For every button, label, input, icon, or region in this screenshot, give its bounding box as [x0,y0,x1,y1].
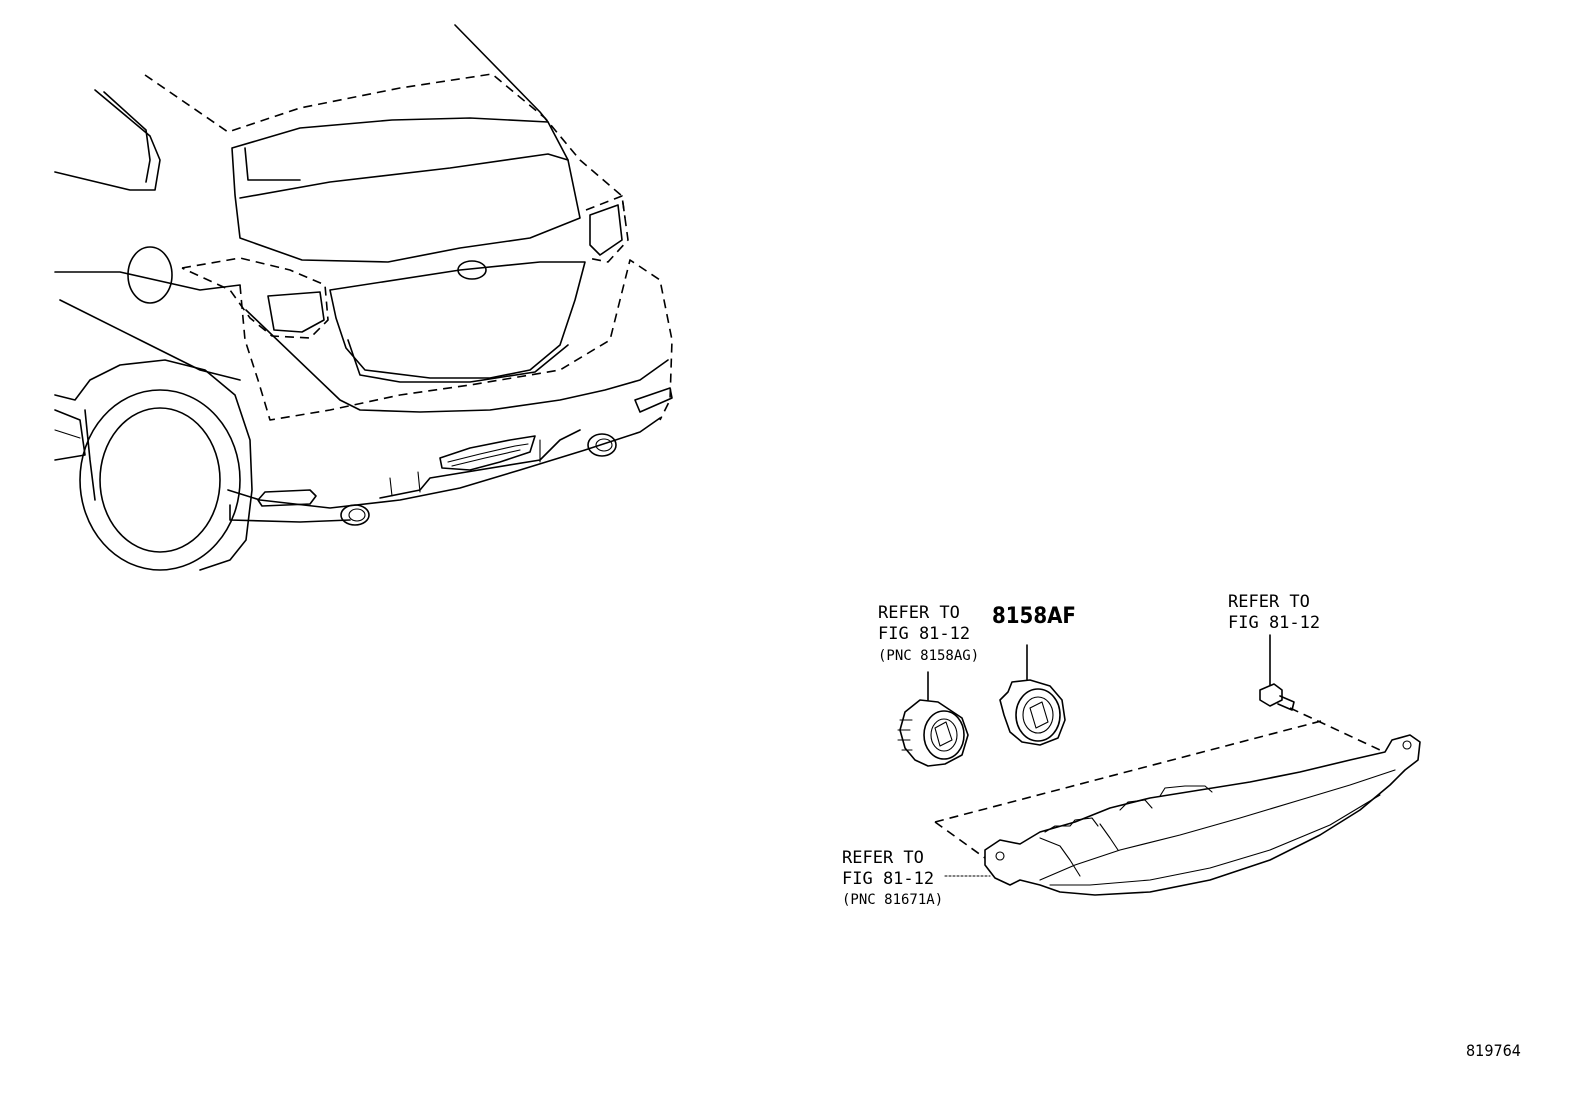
callout-left-socket-line3: (PNC 8158AG) [878,648,979,664]
drawing-number: 819764 [1466,1041,1521,1060]
callout-screw-line2: FIG 81-12 [1228,613,1320,633]
rear-lamp-assembly-illustration [934,719,1421,896]
part-number-8158af: 8158AF [992,604,1076,629]
socket-8158ag-illustration [897,671,969,767]
callout-left-socket-line1: REFER TO [878,603,960,623]
screw-illustration [1259,634,1381,751]
callout-lamp: REFER TO FIG 81-12 (PNC 81671A) [842,848,943,908]
callout-lamp-line1: REFER TO [842,848,924,868]
vehicle-rear-illustration [54,24,673,571]
callout-left-socket-line2: FIG 81-12 [878,624,970,644]
callout-screw-line1: REFER TO [1228,592,1310,612]
callout-left-socket: REFER TO FIG 81-12 (PNC 8158AG) [878,603,979,664]
callout-screw: REFER TO FIG 81-12 [1228,592,1320,633]
callout-lamp-line3: (PNC 81671A) [842,892,943,908]
callout-lamp-line2: FIG 81-12 [842,869,934,889]
socket-8158af-illustration [999,644,1066,746]
callout-8158af: 8158AF [992,604,1076,629]
